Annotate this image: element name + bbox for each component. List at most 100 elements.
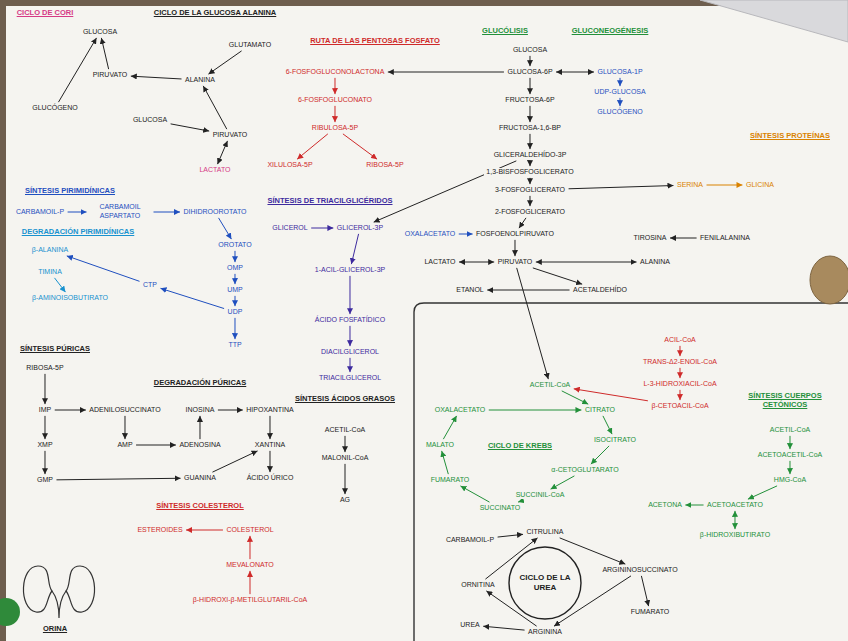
reaction-arrow: [789, 461, 790, 474]
metabolite: ACETIL-CoA: [323, 426, 367, 435]
reaction-arrow: [218, 141, 228, 164]
metabolite: RIBOSA-5P: [364, 161, 405, 170]
reaction-arrow: [789, 436, 790, 449]
reaction-arrow: [562, 391, 588, 404]
section-heading: DEGRADACIÓN PIRIMIDÍNICAS: [21, 227, 136, 236]
reaction-arrow: [460, 486, 489, 502]
section-heading: SÍNTESIS DE TRIACILGLICÉRIDOS: [266, 196, 393, 205]
metabolite: SUCCINIL-CoA: [514, 491, 567, 500]
metabolite: PIRUVATO: [91, 71, 130, 80]
reaction-arrow: [212, 451, 257, 472]
reaction-arrow: [67, 256, 140, 281]
metabolite: PIRUVATO: [211, 131, 250, 140]
metabolite: TRIACILGLICEROL: [317, 374, 383, 383]
reaction-arrow: [574, 389, 648, 401]
reaction-arrow: [529, 134, 530, 149]
metabolite: COLESTEROL: [224, 526, 275, 535]
metabolite: AMP: [115, 441, 134, 450]
reaction-arrow: [519, 218, 526, 228]
metabolite: GLUCOSA-1P: [595, 68, 644, 77]
reaction-arrow: [269, 416, 270, 439]
green-object: [0, 598, 20, 626]
reaction-arrow: [498, 534, 523, 537]
metabolite: GLICERALDEHÍDO-3P: [492, 151, 569, 160]
metabolite: β-ALANINA: [30, 246, 70, 255]
kidney-left: [23, 566, 52, 612]
section-heading: GLUCONEOGÉNESIS: [571, 26, 650, 35]
metabolite-name: GLUCOSA: [133, 116, 167, 125]
metabolite-name: GMP: [37, 476, 53, 485]
metabolite-name: OROTATO: [218, 241, 251, 250]
reaction-arrow: [591, 446, 609, 464]
metabolite: FENILALANINA: [698, 234, 752, 243]
reaction-arrow: [670, 238, 697, 239]
reaction-arrow: [517, 268, 549, 379]
reaction-arrow: [203, 86, 227, 129]
metabolite: DIACILGLICEROL: [319, 348, 381, 357]
reaction-arrow: [131, 76, 182, 79]
reaction-arrow: [679, 390, 680, 400]
reaction-arrow: [161, 288, 225, 308]
reaction-arrow: [442, 451, 449, 474]
metabolite-name: β-HIDROXI-β-METILGLUTARIL-CoA: [193, 596, 308, 605]
metabolite: ESTEROIDES: [135, 526, 184, 535]
metabolite-name: 6-FOSFOGLUCONATO: [298, 96, 372, 105]
metabolite-name: ADENOSINA: [179, 441, 220, 450]
metabolite-name: 6-FOSFOGLUCONOLACTONA: [286, 68, 385, 77]
metabolite-name: 1-ACIL-GLICEROL-3P: [315, 266, 385, 275]
metabolite-name: MEVALONATO: [226, 561, 273, 570]
reaction-arrow: [311, 228, 333, 229]
reaction-arrow: [343, 134, 377, 159]
section-heading: RUTA DE LAS PENTOSAS FOSFATO: [309, 36, 441, 45]
metabolite: 2-FOSFOGLICERATO: [493, 208, 567, 217]
metabolite: OMP: [225, 264, 245, 273]
reaction-arrow: [529, 196, 530, 206]
metabolite: XMP: [35, 441, 54, 450]
metabolite: UDP-GLUCOSA: [592, 88, 647, 97]
reaction-arrow: [171, 124, 210, 131]
metabolite-name: RIBOSA-5P: [26, 364, 63, 373]
reaction-arrow: [351, 234, 358, 264]
metabolite-name: CARBAMOIL-P: [446, 536, 494, 545]
metabolite: ARGININA: [526, 628, 564, 637]
metabolite: RIBULOSA-5P: [310, 124, 360, 133]
metabolite-name: GLICINA: [746, 181, 774, 190]
reaction-arrow: [514, 240, 515, 256]
metabolite: UDP: [226, 308, 245, 317]
metabolite: GLICEROL-3P: [335, 224, 385, 233]
cycle-circle: CICLO DE LA UREA: [507, 545, 583, 621]
metabolite: TIMINA: [36, 268, 64, 277]
reaction-arrow: [569, 186, 674, 189]
metabolite: HIPOXANTINA: [244, 406, 295, 415]
ureter: [52, 591, 66, 618]
reaction-arrow: [748, 486, 777, 499]
metabolite-name: ACETIL-CoA: [770, 426, 810, 435]
metabolite-name: GLUCÓGENO: [597, 108, 643, 117]
metabolite: GLICINA: [744, 181, 776, 190]
metabolite-name: GLUTAMATO: [229, 41, 271, 50]
metabolite-name: HMG-CoA: [774, 476, 806, 485]
metabolite-name: OXALACETATO: [405, 230, 456, 239]
stone: [810, 256, 848, 304]
section-heading: SÍNTESIS PIRIMIDÍNICAS: [24, 186, 116, 195]
metabolite-name: UREA: [460, 621, 479, 630]
metabolite: CTP: [141, 281, 159, 290]
metabolite-name: FUMARATO: [431, 476, 470, 485]
metabolite: ACIL-CoA: [662, 336, 698, 345]
metabolite-name: DIHIDROOROTATO: [184, 208, 247, 217]
metabolite-name: β-CETOACIL-CoA: [651, 402, 708, 411]
section-heading: SÍNTESIS ÁCIDOS GRASOS: [294, 394, 396, 403]
reaction-arrow: [218, 410, 243, 411]
metabolite: MALATO: [424, 441, 456, 450]
reaction-arrow: [249, 536, 250, 559]
reaction-arrow: [679, 368, 680, 378]
reaction-arrow: [529, 161, 530, 166]
kidney-drawing: [23, 566, 94, 618]
metabolite-name: ALANINA: [185, 76, 215, 85]
reaction-arrow: [44, 451, 45, 474]
metabolite: MALONIL-CoA: [320, 454, 371, 463]
reaction-arrow: [199, 416, 200, 439]
